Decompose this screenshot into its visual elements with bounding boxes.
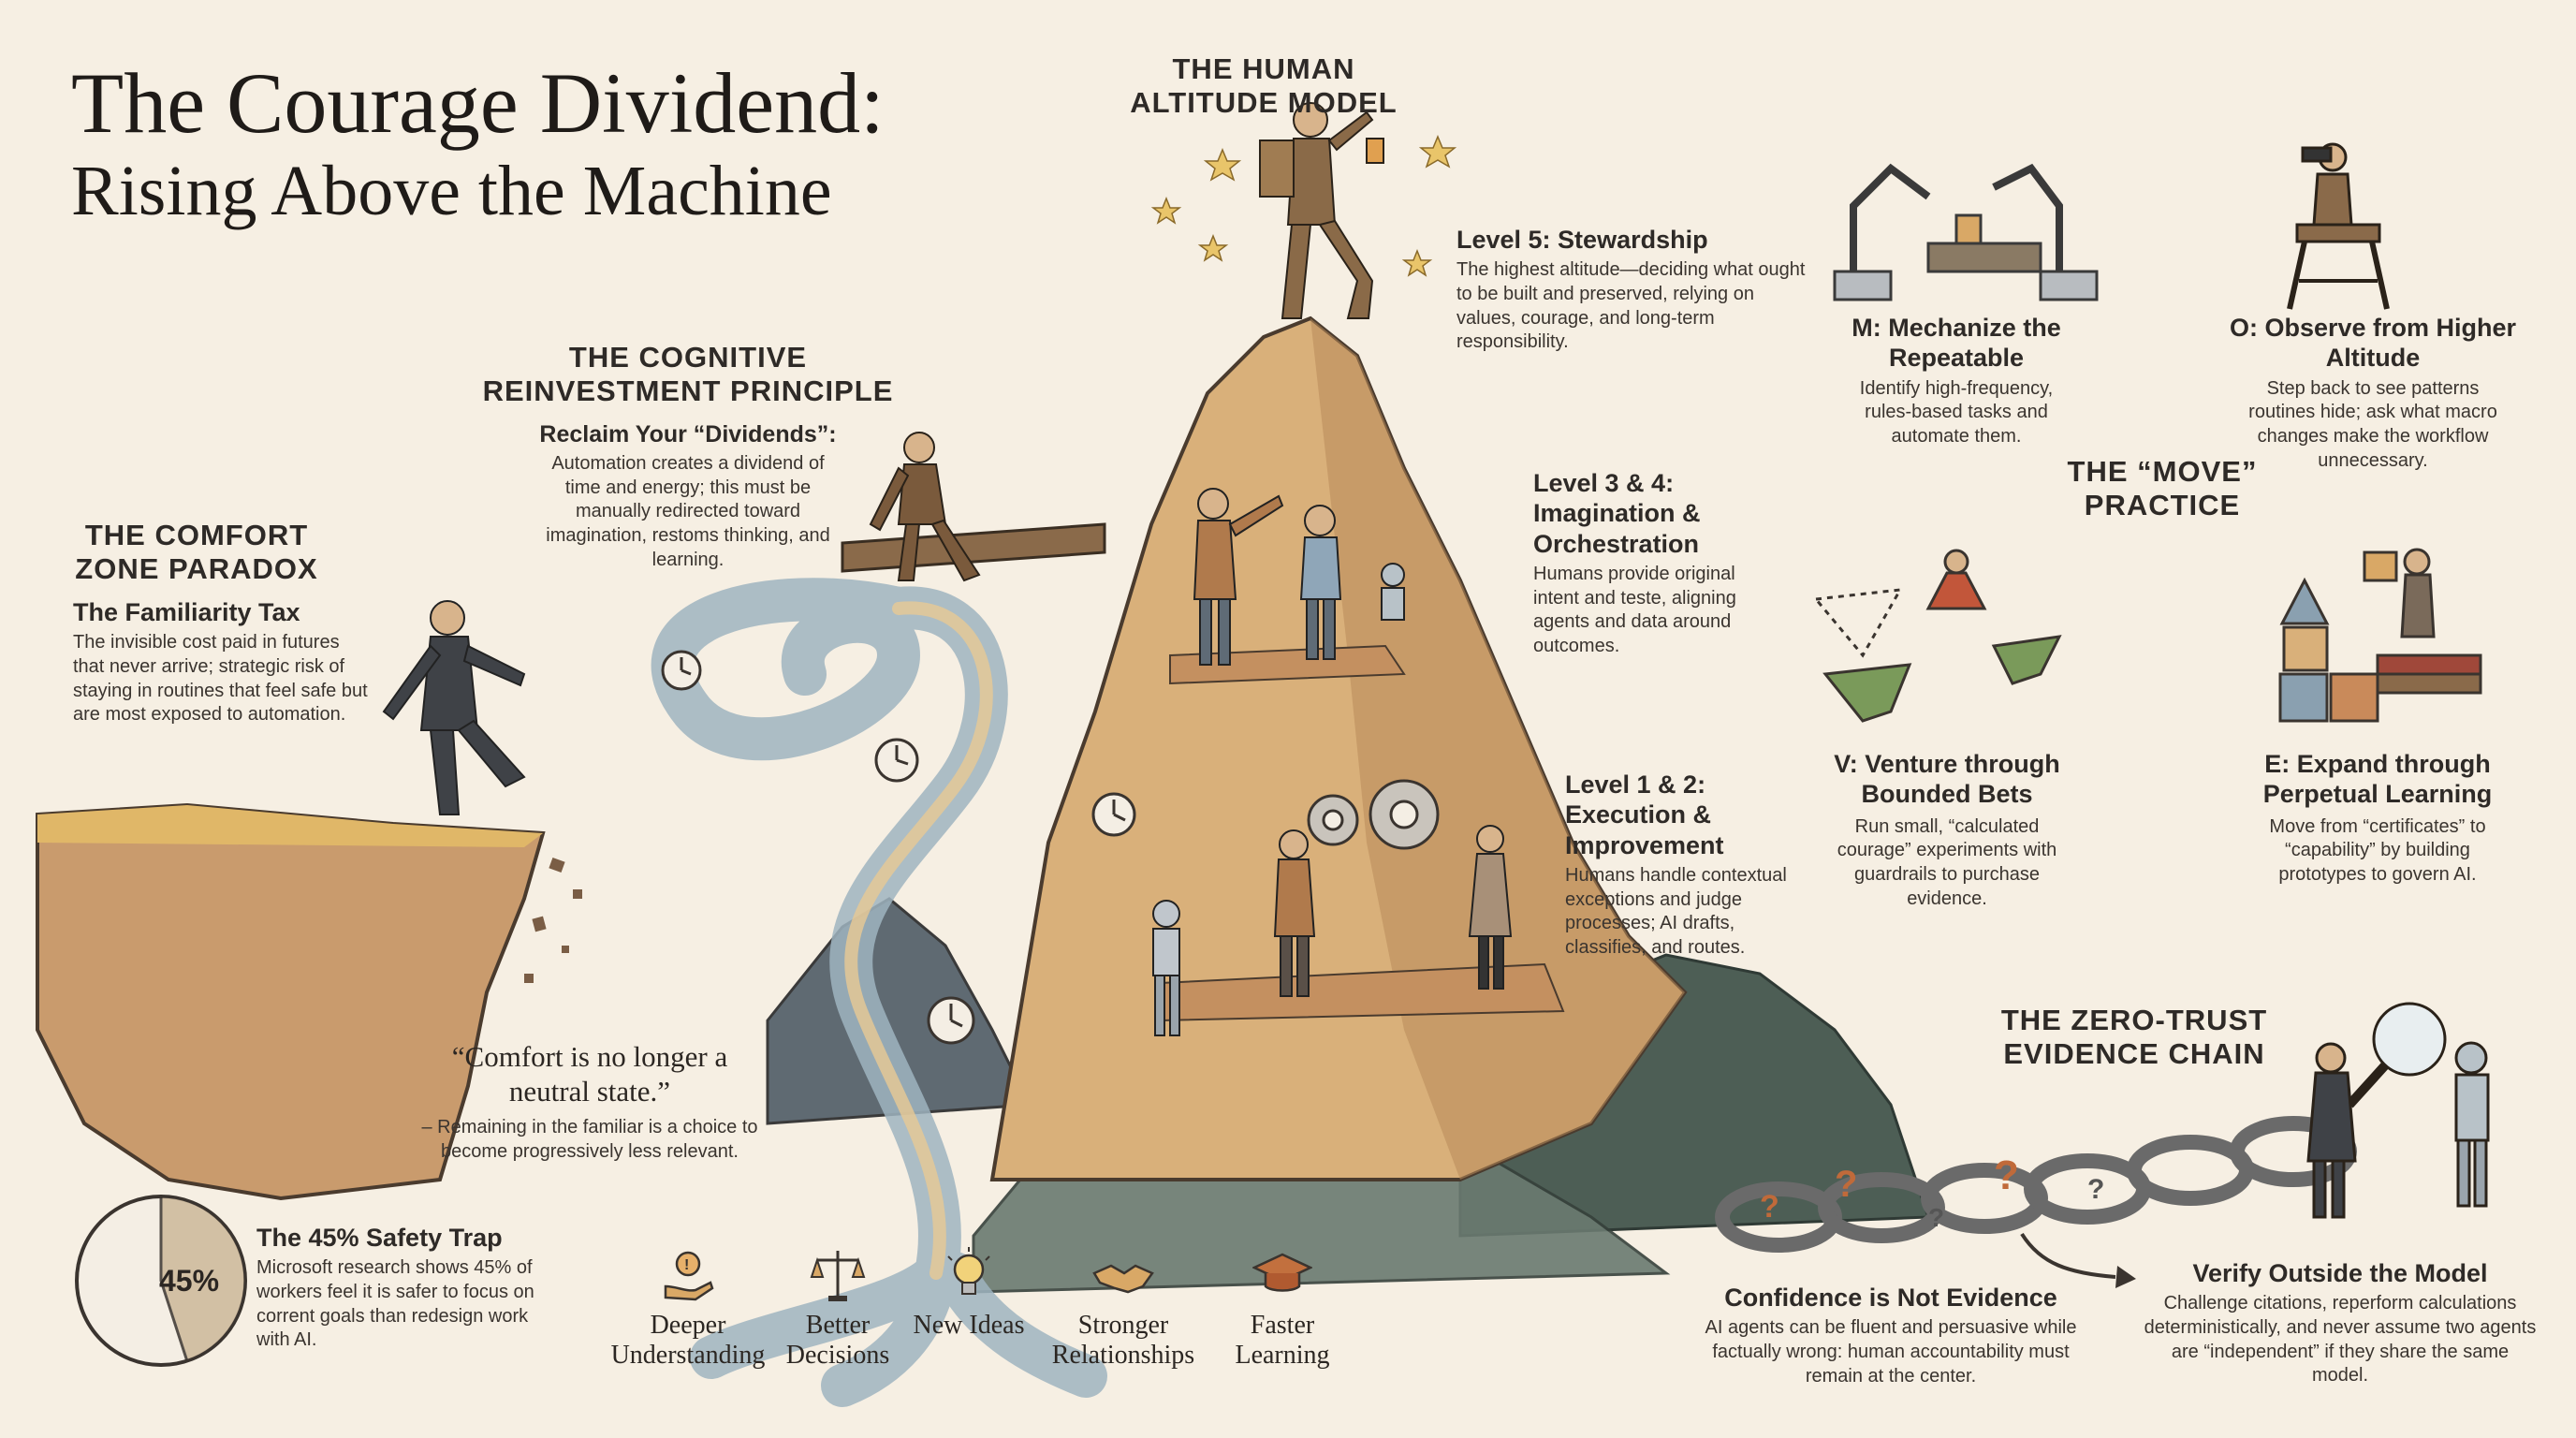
safety-trap-text: The 45% Safety Trap Microsoft research s… — [256, 1223, 537, 1353]
verify-body: Challenge citations, reperform calculati… — [2144, 1293, 2537, 1387]
level-34-title: Level 3 & 4: Imagination & Orchestration — [1533, 469, 1701, 558]
stars — [1150, 135, 1457, 277]
dividend-better-decisions: Better Decisions — [768, 1245, 908, 1404]
level-34-body: Humans provide original intent and teste… — [1533, 564, 1736, 656]
evidence-chain-icon — [1715, 1116, 2357, 1253]
confidence-body: AI agents can be fluent and persuasive w… — [1705, 1317, 2077, 1387]
verify-title: Verify Outside the Model — [2192, 1259, 2488, 1287]
reclaim-dividends-body: Automation creates a dividend of time an… — [546, 453, 830, 570]
familiarity-tax-title: The Familiarity Tax — [73, 598, 300, 626]
dividend-faster-learning: Faster Learning — [1217, 1245, 1348, 1404]
floating-islands-jumper-icon — [1813, 549, 2062, 723]
execution-team-figures — [1152, 825, 1513, 1036]
pie-slice-45 — [159, 1195, 247, 1363]
level-12-title: Level 1 & 2: Execution & Improvement — [1565, 770, 1724, 859]
cognitive-heading: THE COGNITIVE REINVESTMENT PRINCIPLE — [482, 341, 894, 407]
level-34-block: Level 3 & 4: Imagination & Orchestration… — [1533, 468, 1767, 659]
dividend-label: New Ideas — [913, 1311, 1025, 1340]
safety-trap-body: Microsoft research shows 45% of workers … — [256, 1257, 534, 1351]
scales-icon — [808, 1245, 868, 1305]
curved-arrow-icon — [2020, 1232, 2116, 1279]
level-12-body: Humans handle contextual exceptions and … — [1565, 865, 1787, 958]
verify-block: Verify Outside the Model Challenge citat… — [2125, 1258, 2555, 1388]
falling-rocks — [524, 857, 582, 983]
move-e-title: E: Expand through Perpetual Learning — [2262, 750, 2493, 809]
comfort-quote: “Comfort is no longer a neutral state.” … — [421, 1039, 758, 1165]
move-m-block: M: Mechanize the Repeatable Identify hig… — [1816, 313, 2097, 449]
robot-arms-assembly-icon — [1833, 163, 2099, 301]
clock-icon — [661, 650, 1136, 1045]
main-title: The Courage Dividend: Rising Above the M… — [71, 55, 1007, 233]
move-o-block: O: Observe from Higher Altitude Step bac… — [2228, 313, 2518, 473]
altitude-model-heading: THE HUMAN ALTITUDE MODEL — [1123, 52, 1404, 119]
quote-attribution: – Remaining in the familiar is a choice … — [421, 1117, 758, 1162]
river-highlight — [844, 601, 993, 1280]
svg-text:?: ? — [2087, 1174, 2104, 1205]
safety-trap-pie-chart — [75, 1195, 247, 1367]
dividend-label: Better Decisions — [785, 1311, 890, 1371]
svg-text:?: ? — [1928, 1203, 1944, 1232]
comfort-zone-text: The Familiarity Tax The invisible cost p… — [73, 597, 373, 727]
level-12-block: Level 1 & 2: Execution & Improvement Hum… — [1565, 770, 1808, 961]
svg-text:?: ? — [1835, 1164, 1857, 1205]
businessman-stepping-off-cliff — [382, 600, 526, 815]
move-m-title: M: Mechanize the Repeatable — [1852, 314, 2061, 373]
move-practice-heading: THE “MOVE” PRACTICE — [2031, 455, 2293, 521]
svg-text:?: ? — [1760, 1189, 1779, 1225]
move-v-title: V: Venture through Bounded Bets — [1834, 750, 2060, 809]
magnifier-inspector-and-robot — [2306, 1002, 2490, 1219]
lightbulb-icon — [939, 1245, 999, 1305]
dividend-new-ideas: New Ideas — [908, 1245, 1030, 1404]
question-mark-icons: ? ? ? ? ? — [1760, 1152, 2104, 1232]
comfort-zone-heading: THE COMFORT ZONE PARADOX — [75, 519, 318, 585]
gears-icon — [1307, 779, 1440, 850]
quote-text: “Comfort is no longer a neutral state.” — [451, 1040, 728, 1108]
dividend-deeper-understanding: ! Deeper Understanding — [608, 1245, 768, 1404]
title-line-2: Rising Above the Machine — [71, 152, 832, 231]
move-v-body: Run small, “calculated courage” experime… — [1837, 815, 2057, 909]
dividend-label: Faster Learning — [1235, 1311, 1330, 1371]
altitude-heading: THE HUMAN ALTITUDE MODEL — [1130, 52, 1398, 119]
worker-turning-valve — [869, 432, 981, 582]
graduation-cap-icon — [1251, 1245, 1313, 1305]
move-e-body: Move from “certificates” to “capability”… — [2269, 815, 2486, 885]
stacked-blocks-builder-icon — [2278, 548, 2482, 723]
move-heading: THE “MOVE” PRACTICE — [2067, 455, 2258, 521]
title-line-1: The Courage Dividend: — [71, 55, 885, 151]
zero-trust-heading-block: THE ZERO-TRUST EVIDENCE CHAIN — [1994, 1004, 2275, 1070]
arrow-head — [2115, 1266, 2136, 1288]
level-5-block: Level 5: Stewardship The highest altitud… — [1456, 225, 1812, 355]
binoculars-watchtower-icon — [2287, 142, 2390, 310]
svg-text:?: ? — [1994, 1152, 2019, 1198]
cliff-top — [37, 805, 543, 847]
comfort-zone-section: THE COMFORT ZONE PARADOX — [47, 519, 346, 585]
level-5-body: The highest altitude—deciding what ought… — [1456, 259, 1806, 353]
confidence-block: Confidence is Not Evidence AI agents can… — [1685, 1283, 2097, 1388]
dividend-label: Deeper Understanding — [610, 1311, 766, 1371]
handshake-icon — [1090, 1245, 1156, 1305]
mountain-shadow — [1310, 318, 1685, 1180]
move-o-title: O: Observe from Higher Altitude — [2229, 314, 2517, 373]
confidence-title: Confidence is Not Evidence — [1724, 1284, 2057, 1312]
cognitive-section: THE COGNITIVE REINVESTMENT PRINCIPLE Rec… — [468, 341, 908, 572]
move-e-block: E: Expand through Perpetual Learning Mov… — [2228, 749, 2527, 888]
hand-heart-icon: ! — [658, 1245, 718, 1305]
dividends-row: ! Deeper Understanding Better Decisions … — [608, 1245, 1367, 1404]
reclaim-dividends-title: Reclaim Your “Dividends”: — [539, 421, 837, 448]
familiarity-tax-body: The invisible cost paid in futures that … — [73, 632, 368, 726]
dividend-stronger-relationships: Stronger Relationships — [1030, 1245, 1217, 1404]
move-v-block: V: Venture through Bounded Bets Run smal… — [1788, 749, 2106, 911]
svg-text:!: ! — [684, 1257, 689, 1273]
pointing-team-figures — [1193, 488, 1405, 666]
move-o-body: Step back to see patterns routines hide;… — [2248, 377, 2497, 471]
dividend-label: Stronger Relationships — [1051, 1311, 1195, 1371]
safety-trap-heading: The 45% Safety Trap — [256, 1224, 503, 1252]
move-m-body: Identify high-frequency, rules-based tas… — [1859, 377, 2054, 447]
zero-trust-heading: THE ZERO-TRUST EVIDENCE CHAIN — [2000, 1004, 2268, 1070]
level-5-title: Level 5: Stewardship — [1456, 226, 1708, 254]
summit-explorer-with-lantern — [1259, 102, 1384, 319]
pie-percent-label: 45% — [159, 1264, 220, 1298]
